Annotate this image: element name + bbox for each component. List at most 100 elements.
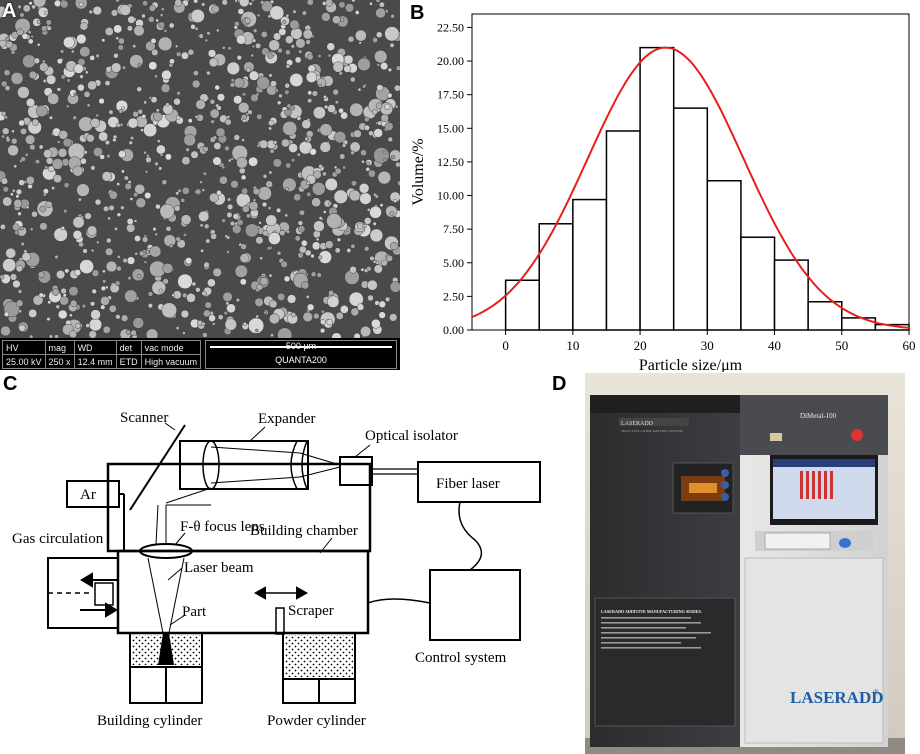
powder-particle <box>221 218 226 223</box>
powder-particle <box>226 303 236 314</box>
powder-particle <box>101 38 106 43</box>
sem-scale-box: 500 µm QUANTA200 <box>205 340 397 369</box>
powder-particle <box>69 330 77 338</box>
powder-particle <box>63 209 68 214</box>
powder-particle <box>174 0 182 7</box>
histogram-bar <box>605 130 641 331</box>
powder-particle <box>320 309 325 314</box>
x-axis-label: Particle size/μm <box>639 357 743 372</box>
powder-particle <box>250 93 259 103</box>
powder-particle <box>278 93 283 99</box>
powder-particle <box>102 269 106 274</box>
powder-particle <box>364 217 372 225</box>
powder-particle <box>229 220 235 226</box>
powder-particle <box>373 264 383 274</box>
powder-particle <box>325 0 333 7</box>
powder-particle <box>322 210 327 214</box>
powder-particle <box>376 63 380 67</box>
powder-particle <box>346 247 352 253</box>
y-tick-label: 7.50 <box>443 222 464 236</box>
powder-particle <box>108 204 115 211</box>
powder-particle <box>331 332 342 338</box>
powder-particle <box>10 137 18 145</box>
powder-particle <box>238 167 246 175</box>
powder-particle <box>99 154 105 160</box>
powder-particle <box>212 156 222 166</box>
powder-particle <box>3 115 8 120</box>
powder-particle <box>328 201 333 206</box>
powder-particle <box>76 183 90 197</box>
powder-particle <box>234 0 238 3</box>
powder-particle <box>317 255 323 260</box>
y-tick-label: 0.00 <box>443 323 464 337</box>
powder-particle <box>181 156 191 166</box>
powder-particle <box>31 4 36 10</box>
powder-particle <box>244 17 251 24</box>
powder-particle <box>390 155 395 160</box>
powder-particle <box>158 288 163 293</box>
sem-value-det: ETD <box>115 354 142 369</box>
powder-particle <box>333 165 338 170</box>
powder-particle <box>351 180 358 187</box>
powder-particle <box>72 115 77 120</box>
sem-info-bar: HV mag WD det vac mode 25.00 kV 250 x 12… <box>0 338 400 370</box>
powder-particle <box>281 138 290 148</box>
powder-particle <box>236 55 242 61</box>
panel-c-schematic: Scanner Expander Optical isolator Fiber … <box>0 373 560 754</box>
powder-particle <box>219 175 228 185</box>
powder-particle <box>155 203 161 210</box>
histogram-bar <box>807 301 843 331</box>
powder-particle <box>16 28 24 36</box>
powder-particle <box>233 134 241 141</box>
powder-particle <box>69 313 73 318</box>
powder-particle <box>216 93 225 102</box>
powder-particle <box>121 106 125 111</box>
powder-particle <box>296 152 301 157</box>
powder-particle <box>288 143 298 153</box>
powder-particle <box>268 126 272 131</box>
powder-particle <box>133 219 138 223</box>
powder-particle <box>115 280 121 286</box>
powder-particle <box>161 69 172 81</box>
powder-particle <box>311 241 321 251</box>
powder-particle <box>175 51 182 57</box>
powder-particle <box>284 89 290 95</box>
powder-particle <box>62 293 67 298</box>
powder-particle <box>237 8 245 15</box>
powder-particle <box>104 27 114 36</box>
powder-particle <box>126 218 134 225</box>
powder-particle <box>366 266 372 272</box>
powder-particle <box>96 240 100 245</box>
powder-particle <box>350 150 355 156</box>
powder-particle <box>106 237 112 244</box>
powder-particle <box>139 250 145 257</box>
powder-particle <box>224 118 232 126</box>
powder-particle <box>233 77 245 89</box>
expander-lens-2 <box>290 440 298 490</box>
powder-particle <box>280 260 288 268</box>
powder-particle <box>290 44 295 49</box>
powder-particle <box>116 122 121 128</box>
powder-particle <box>56 270 66 280</box>
powder-particle <box>118 150 126 159</box>
powder-particle <box>102 325 111 334</box>
powder-particle <box>349 102 364 117</box>
powder-particle <box>93 147 103 157</box>
slm-schematic: Scanner Expander Optical isolator Fiber … <box>12 410 541 729</box>
powder-particle <box>174 205 181 212</box>
powder-particle <box>27 30 32 34</box>
powder-particle <box>91 288 97 295</box>
powder-particle <box>35 159 41 165</box>
powder-particle <box>323 95 327 99</box>
powder-particle <box>74 269 82 276</box>
powder-particle <box>1 127 10 135</box>
powder-particle <box>357 87 362 92</box>
powder-particle <box>344 3 355 13</box>
powder-particle <box>286 229 290 234</box>
powder-particle <box>334 100 339 105</box>
powder-particle <box>211 322 216 326</box>
powder-particle <box>0 223 6 230</box>
powder-particle <box>277 327 293 338</box>
powder-particle <box>190 24 196 30</box>
powder-particle <box>150 96 158 104</box>
